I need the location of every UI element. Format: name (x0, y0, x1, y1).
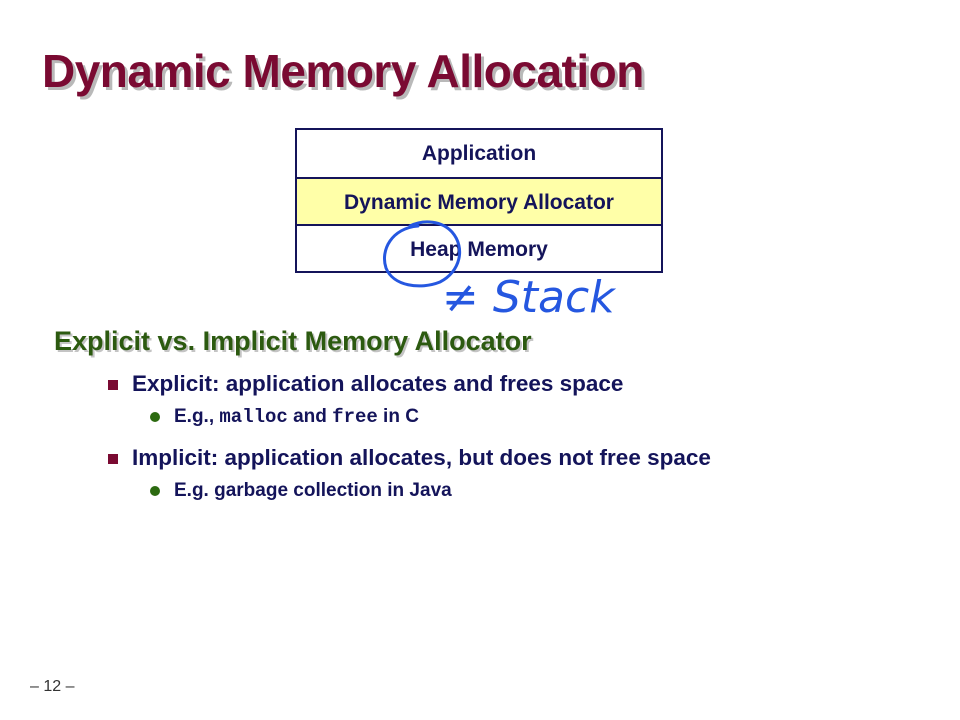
bullet-text: Explicit: application allocates and free… (132, 371, 624, 396)
sub-bullet-text: E.g. garbage collection in Java (174, 480, 452, 501)
bullet-text: Implicit: application allocates, but doe… (132, 445, 711, 470)
square-bullet-icon (108, 454, 118, 464)
section-subheading: Explicit vs. Implicit Memory Allocator (54, 326, 532, 356)
code-free: free (332, 406, 378, 428)
page-number: – 12 – (30, 678, 75, 695)
handwritten-note: ≠ Stack (442, 272, 616, 323)
square-bullet-icon (108, 380, 118, 390)
layer-application: Application (421, 142, 537, 165)
layer-heap-memory: Heap Memory (297, 224, 661, 271)
example-suffix: in C (377, 406, 419, 427)
example-middle: and (287, 406, 333, 427)
example-prefix: E.g., (174, 406, 220, 427)
layer-dynamic-memory-allocator: Dynamic Memory Allocator (297, 177, 661, 224)
code-malloc: malloc (219, 406, 288, 428)
round-bullet-icon (150, 412, 160, 422)
round-bullet-icon (150, 486, 160, 496)
slide-title: Dynamic Memory Allocation (42, 45, 644, 97)
sub-bullet-text: E.g., malloc and free in C (174, 406, 419, 428)
memory-layer-diagram: Application Dynamic Memory Allocator Hea… (295, 128, 663, 273)
